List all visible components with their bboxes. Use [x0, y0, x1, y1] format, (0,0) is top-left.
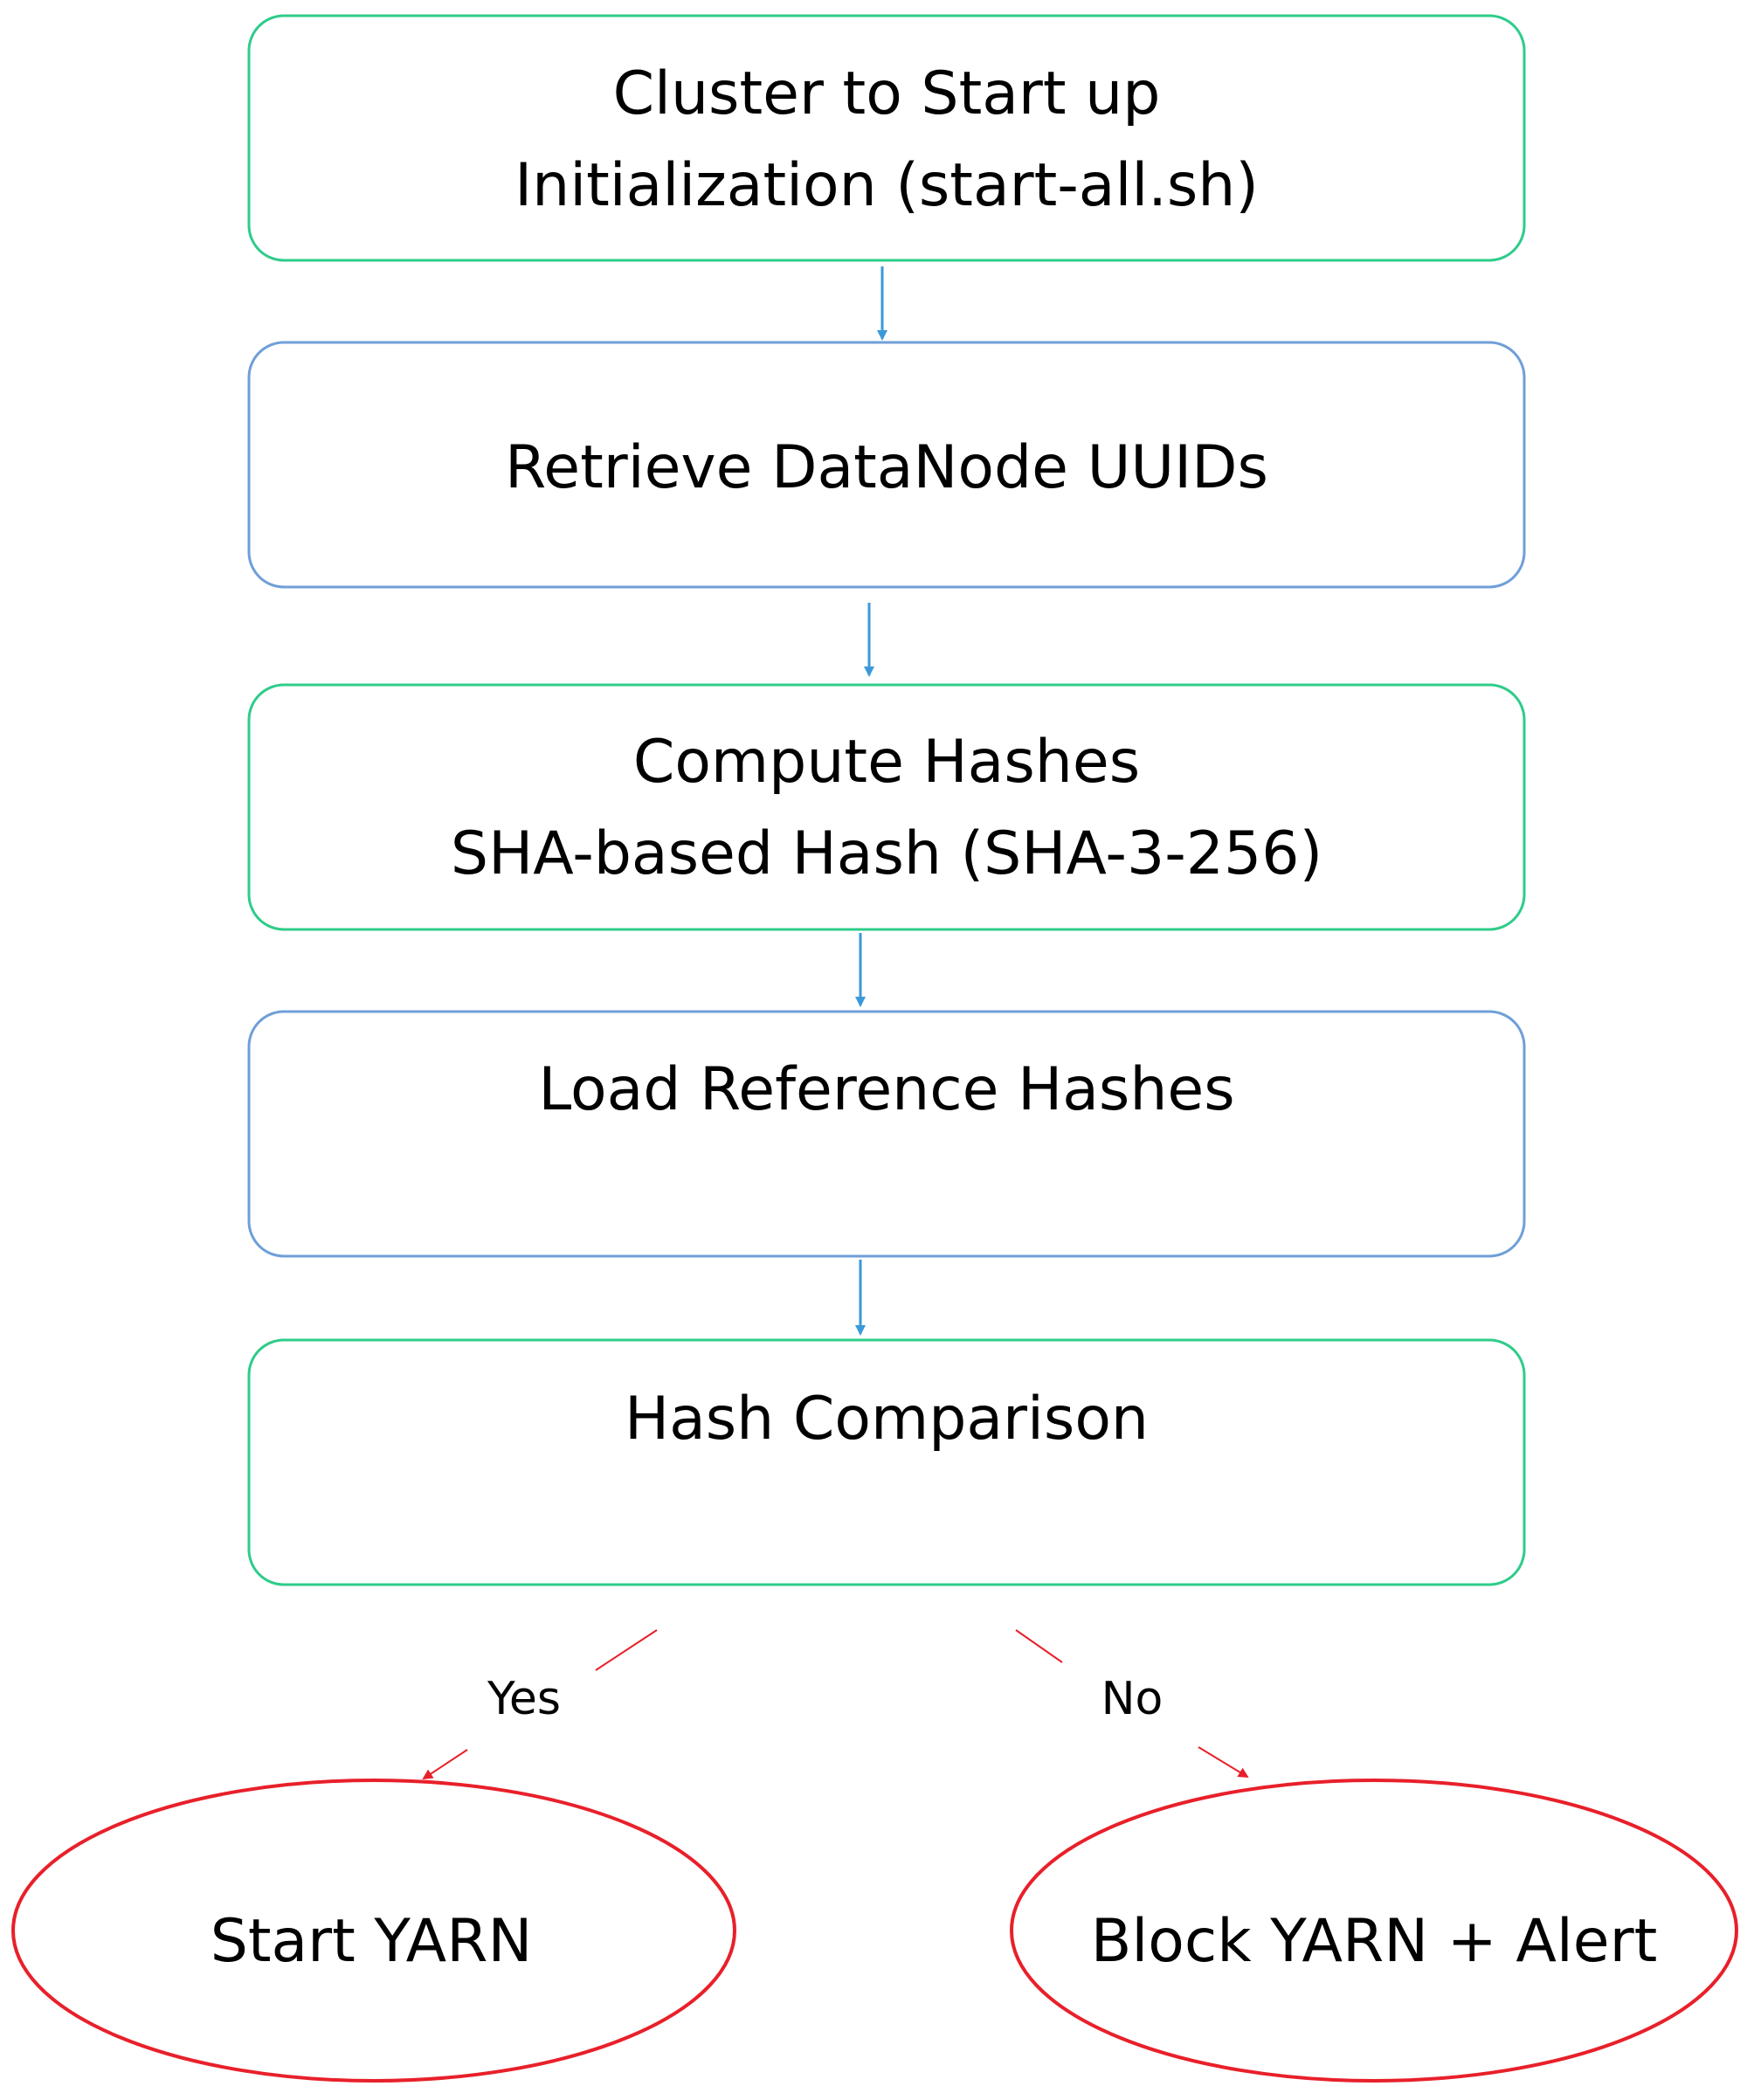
- node-block-yarn-label: Block YARN + Alert: [1091, 1907, 1658, 1976]
- node-block-yarn-ellipse: [1010, 1779, 1738, 2083]
- node-load-reference-box: [247, 1010, 1526, 1258]
- arrow-yes-segment-top: [595, 1629, 658, 1671]
- node-compute-hashes-line1: Compute Hashes: [633, 728, 1140, 797]
- node-compute-hashes-line2: SHA-based Hash (SHA-3-256): [451, 819, 1322, 888]
- node-start-yarn-label: Start YARN: [211, 1907, 533, 1976]
- arrow-no-segment-top: [1015, 1629, 1063, 1663]
- node-retrieve-uuids-box: [247, 341, 1526, 589]
- node-cluster-startup: Cluster to Start up Initialization (star…: [247, 14, 1526, 262]
- node-load-reference: Load Reference Hashes: [247, 1010, 1526, 1258]
- node-cluster-startup-box: [247, 14, 1526, 262]
- branch-label-yes: Yes: [487, 1673, 561, 1725]
- node-compute-hashes: Compute Hashes SHA-based Hash (SHA-3-256…: [247, 683, 1526, 931]
- node-load-reference-label: Load Reference Hashes: [538, 1055, 1234, 1124]
- node-start-yarn-ellipse: [11, 1779, 736, 2083]
- arrow-yes-segment-bottom: [422, 1749, 468, 1780]
- branch-label-no: No: [1101, 1673, 1164, 1725]
- node-start-yarn: Start YARN: [11, 1779, 736, 2083]
- node-hash-comparison-box: [247, 1338, 1526, 1586]
- node-retrieve-uuids-label: Retrieve DataNode UUIDs: [505, 433, 1268, 502]
- node-cluster-startup-line2: Initialization (start-all.sh): [514, 151, 1259, 220]
- node-block-yarn: Block YARN + Alert: [1010, 1779, 1738, 2083]
- node-hash-comparison: Hash Comparison: [247, 1338, 1526, 1586]
- node-retrieve-uuids: Retrieve DataNode UUIDs: [247, 341, 1526, 589]
- node-compute-hashes-box: [247, 683, 1526, 931]
- node-cluster-startup-line1: Cluster to Start up: [613, 59, 1161, 128]
- node-hash-comparison-label: Hash Comparison: [625, 1385, 1149, 1454]
- arrow-no-segment-bottom: [1198, 1746, 1249, 1779]
